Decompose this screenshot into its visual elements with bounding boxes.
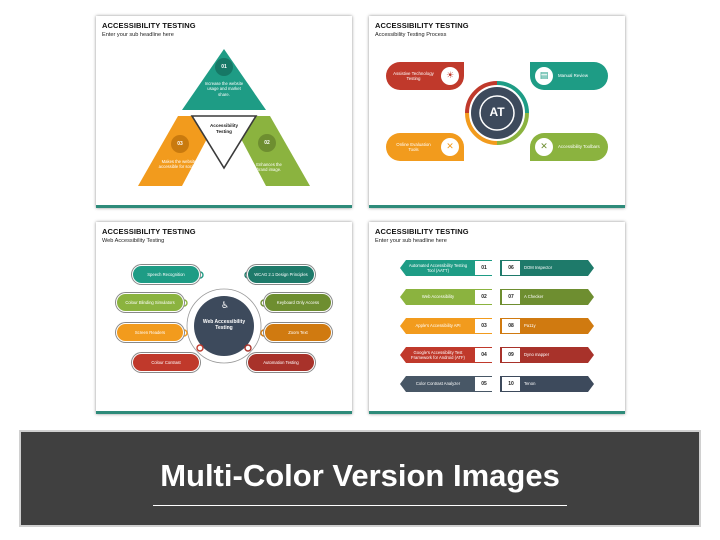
tool-number: 10 xyxy=(502,377,520,391)
tool-label: Web Accessibility xyxy=(421,294,455,300)
tool-right-3: Pa11y xyxy=(500,318,594,334)
hub-label: Web Accessibility Testing xyxy=(202,319,246,332)
tool-left-1: Automated Accessibility Testing Tool (AA… xyxy=(400,260,492,276)
item-number: 03 xyxy=(177,141,183,147)
right-item-1: WCAG 2.1 Design Principles xyxy=(247,265,315,284)
tool-label: Apple's Accessibility API xyxy=(415,323,461,329)
triangle-top xyxy=(182,49,266,110)
number-circle-02 xyxy=(258,134,276,152)
number-circle-03 xyxy=(171,135,189,153)
tool-right-5: Tenon xyxy=(500,376,594,392)
tool-left-2: Web Accessibility xyxy=(400,289,492,305)
right-item-4: Automation Testing xyxy=(247,353,315,372)
at-circle-diagram xyxy=(465,81,529,145)
center-label: Accessibility Testing xyxy=(209,123,239,134)
tool-label: Dyno mapper xyxy=(524,352,550,358)
tool-label: Tenon xyxy=(524,381,536,387)
tool-label: Color Contrast Analyzer xyxy=(415,381,461,387)
tool-label: A Checker xyxy=(524,294,544,300)
slide-subtitle: Enter your sub headline here xyxy=(375,238,447,244)
tools-icon: ✕ xyxy=(441,138,459,156)
tool-left-3: Apple's Accessibility API xyxy=(400,318,492,334)
slide-thumbnail-4[interactable]: ACCESSIBILITY TESTING Enter your sub hea… xyxy=(369,222,625,414)
banner: Multi-Color Version Images xyxy=(19,430,701,527)
left-item-3: Screen Readers xyxy=(116,323,184,342)
tool-label: Automated Accessibility Testing Tool (AA… xyxy=(408,262,468,273)
accessibility-person-icon: ♿ xyxy=(220,300,230,310)
process-item-2: ▤ Manual Review xyxy=(530,62,608,90)
tool-number: 04 xyxy=(475,348,493,362)
tool-number: 06 xyxy=(502,261,520,275)
slide-subtitle: Enter your sub headline here xyxy=(102,32,174,38)
slide-thumbnail-1[interactable]: ACCESSIBILITY TESTING Enter your sub hea… xyxy=(96,16,352,208)
at-label: AT xyxy=(489,105,505,119)
process-label: Accessibility Toolbars xyxy=(558,144,600,150)
item-text: Makes the website accessible for society… xyxy=(158,159,200,170)
tool-number: 03 xyxy=(475,319,493,333)
number-circle-01 xyxy=(215,58,233,76)
clipboard-icon: ▤ xyxy=(535,67,553,85)
right-item-2: Keyboard Only Access xyxy=(264,293,332,312)
right-item-3: Zoom Text xyxy=(264,323,332,342)
center-triangle xyxy=(190,115,258,170)
tool-left-4: Google's Accessibility Test Framework fo… xyxy=(400,347,492,363)
process-item-4: ✕ Accessibility Toolbars xyxy=(530,133,608,161)
wrench-icon: ✕ xyxy=(535,138,553,156)
tool-number: 08 xyxy=(502,319,520,333)
triangle-diagram xyxy=(138,49,310,186)
banner-divider xyxy=(153,505,567,506)
banner-title: Multi-Color Version Images xyxy=(160,458,560,493)
tool-label: Pa11y xyxy=(524,323,536,329)
item-text: Increase the website usage and market sh… xyxy=(204,81,244,97)
tool-label: DOM Inspector xyxy=(524,265,553,271)
tool-left-5: Color Contrast Analyzer xyxy=(400,376,492,392)
process-label: Manual Review xyxy=(558,73,589,79)
tool-number: 02 xyxy=(475,290,493,304)
slide-thumbnail-2[interactable]: ACCESSIBILITY TESTING Accessibility Test… xyxy=(369,16,625,208)
process-label: Assistive Technology Testing xyxy=(393,70,434,82)
tool-label: Google's Accessibility Test Framework fo… xyxy=(411,349,465,360)
tool-number: 07 xyxy=(502,290,520,304)
hub-diagram xyxy=(180,271,268,364)
slide-title: ACCESSIBILITY TESTING xyxy=(375,227,469,236)
tool-number: 01 xyxy=(475,261,493,275)
slide-title: ACCESSIBILITY TESTING xyxy=(102,227,196,236)
slide-subtitle: Accessibility Testing Process xyxy=(375,32,447,38)
item-number: 01 xyxy=(221,64,227,70)
slide-thumbnail-3[interactable]: ACCESSIBILITY TESTING Web Accessibility … xyxy=(96,222,352,414)
left-item-4: Colour Contrast xyxy=(132,353,200,372)
slide-subtitle: Web Accessibility Testing xyxy=(102,238,165,244)
tool-right-1: DOM Inspector xyxy=(500,260,594,276)
left-item-2: Colour Blinding Simulators xyxy=(116,293,184,312)
tool-number: 09 xyxy=(502,348,520,362)
lightbulb-icon: ☀ xyxy=(441,67,459,85)
process-item-1: Assistive Technology Testing ☀ xyxy=(386,62,464,90)
slide-title: ACCESSIBILITY TESTING xyxy=(102,21,196,30)
process-label: Online Evaluation Tools xyxy=(396,141,431,153)
tool-right-4: Dyno mapper xyxy=(500,347,594,363)
item-number: 02 xyxy=(264,140,270,146)
process-item-3: Online Evaluation Tools ✕ xyxy=(386,133,464,161)
tool-number: 05 xyxy=(475,377,493,391)
tool-right-2: A Checker xyxy=(500,289,594,305)
slide-title: ACCESSIBILITY TESTING xyxy=(375,21,469,30)
item-text: Enhances the brand image. xyxy=(256,162,282,173)
left-item-1: Speech Recognition xyxy=(132,265,200,284)
